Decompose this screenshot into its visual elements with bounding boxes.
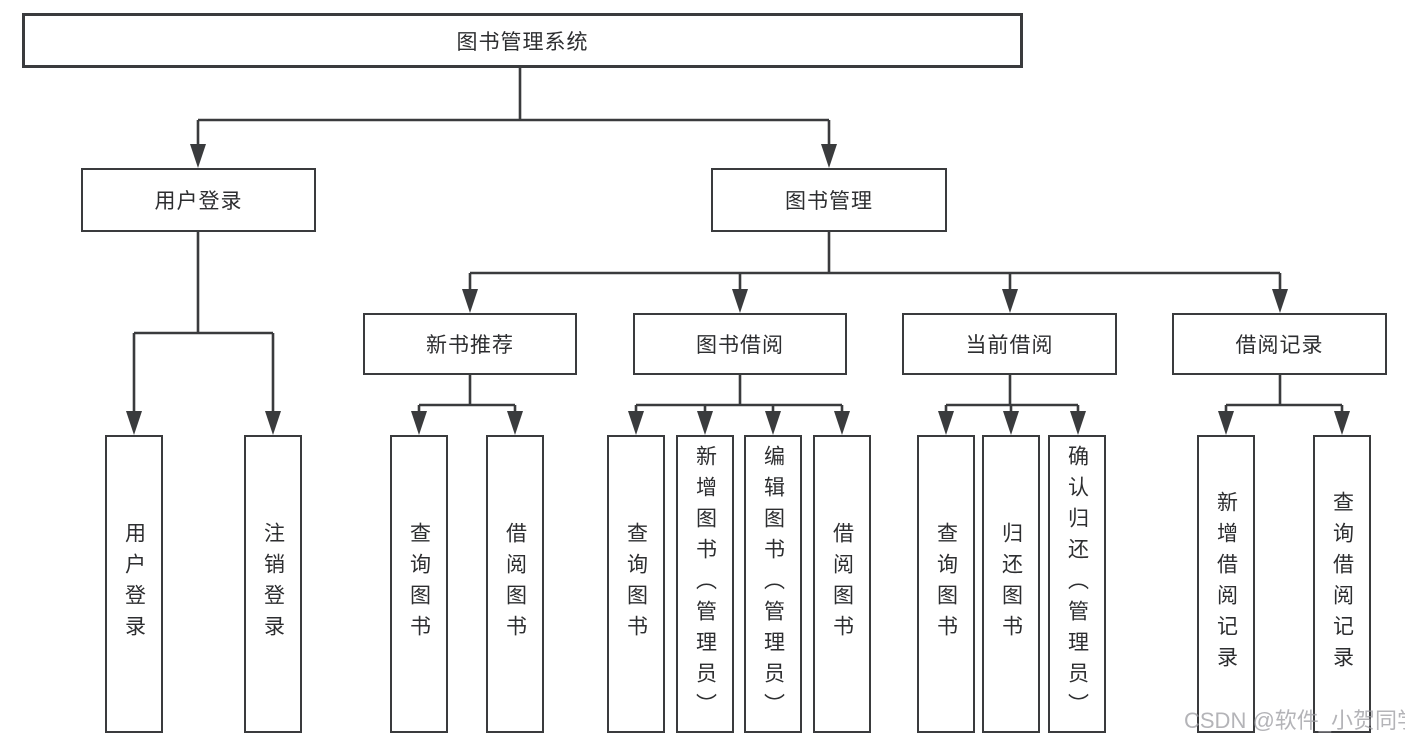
edges-borrow-records-to-leaves	[1224, 375, 1344, 415]
leaf-edit-book-admin: 编辑图书（管理员）	[744, 435, 802, 733]
arrowhead	[1218, 411, 1234, 435]
leaf-borrow-books-recommend: 借阅图书	[486, 435, 544, 733]
leaf-logout: 注销登录	[244, 435, 302, 733]
arrowhead	[938, 411, 954, 435]
node-label: 新书推荐	[426, 334, 514, 357]
node-label: 查询借阅记录	[1330, 491, 1354, 677]
arrowhead	[190, 144, 206, 168]
arrowhead	[834, 411, 850, 435]
node-label: 编辑图书（管理员）	[761, 444, 785, 724]
node-label: 用户登录	[122, 522, 146, 646]
arrowhead	[628, 411, 644, 435]
edges-new-book-recommend-to-leaves	[417, 375, 517, 415]
leaf-return-book: 归还图书	[982, 435, 1040, 733]
arrowhead	[126, 411, 142, 435]
edge	[634, 375, 844, 415]
edge	[1224, 375, 1344, 415]
edge	[132, 232, 275, 415]
arrowhead	[1272, 289, 1288, 313]
leaf-query-borrow-record: 查询借阅记录	[1313, 435, 1371, 733]
node-label: 归还图书	[999, 522, 1023, 646]
edges-current-borrow-to-leaves	[944, 375, 1080, 415]
node-label: 查询图书	[407, 522, 431, 646]
arrowhead	[821, 144, 837, 168]
edges-user-login-to-leaves	[132, 232, 275, 415]
node-book-borrow: 图书借阅	[633, 313, 847, 375]
arrowhead	[507, 411, 523, 435]
node-label: 新增图书（管理员）	[693, 444, 717, 724]
edge	[468, 232, 1282, 293]
node-label: 图书管理	[785, 190, 873, 213]
leaf-query-books-recommend: 查询图书	[390, 435, 448, 733]
node-label: 确认归还（管理员）	[1065, 444, 1089, 724]
node-label: 图书管理系统	[456, 30, 589, 54]
edge	[417, 375, 517, 415]
leaf-user-login: 用户登录	[105, 435, 163, 733]
node-label: 用户登录	[154, 190, 243, 213]
edge	[196, 68, 831, 148]
arrowhead	[411, 411, 427, 435]
edges-root-to-level2	[196, 68, 831, 148]
arrowhead	[1003, 411, 1019, 435]
arrowhead	[265, 411, 281, 435]
node-label: 借阅图书	[830, 522, 854, 646]
node-label: 图书借阅	[696, 334, 784, 357]
node-label: 借阅记录	[1235, 334, 1324, 357]
arrowhead	[1070, 411, 1086, 435]
node-label: 查询图书	[934, 522, 958, 646]
arrowhead	[765, 411, 781, 435]
leaf-borrow-books: 借阅图书	[813, 435, 871, 733]
node-borrow-records: 借阅记录	[1172, 313, 1387, 375]
edge	[944, 375, 1080, 415]
node-book-management: 图书管理	[711, 168, 947, 232]
node-library-system: 图书管理系统	[22, 13, 1023, 68]
leaf-add-book-admin: 新增图书（管理员）	[676, 435, 734, 733]
leaf-add-borrow-record: 新增借阅记录	[1197, 435, 1255, 733]
node-current-borrow: 当前借阅	[902, 313, 1117, 375]
leaf-query-books-borrow: 查询图书	[607, 435, 665, 733]
edges-book-management-to-level3	[468, 232, 1282, 293]
arrowhead	[462, 289, 478, 313]
node-label: 借阅图书	[503, 522, 527, 646]
leaf-query-books-current: 查询图书	[917, 435, 975, 733]
leaf-confirm-return-admin: 确认归还（管理员）	[1048, 435, 1106, 733]
node-label: 当前借阅	[965, 334, 1054, 357]
edges-book-borrow-to-leaves	[634, 375, 844, 415]
node-new-book-recommend: 新书推荐	[363, 313, 577, 375]
arrowhead	[1334, 411, 1350, 435]
node-label: 新增借阅记录	[1214, 491, 1238, 677]
node-label: 查询图书	[624, 522, 648, 646]
csdn-watermark: CSDN @软件_小贺同学	[1184, 708, 1405, 733]
arrowhead	[697, 411, 713, 435]
node-user-login: 用户登录	[81, 168, 316, 232]
arrowhead	[1002, 289, 1018, 313]
node-label: 注销登录	[261, 522, 285, 646]
arrowhead	[732, 289, 748, 313]
